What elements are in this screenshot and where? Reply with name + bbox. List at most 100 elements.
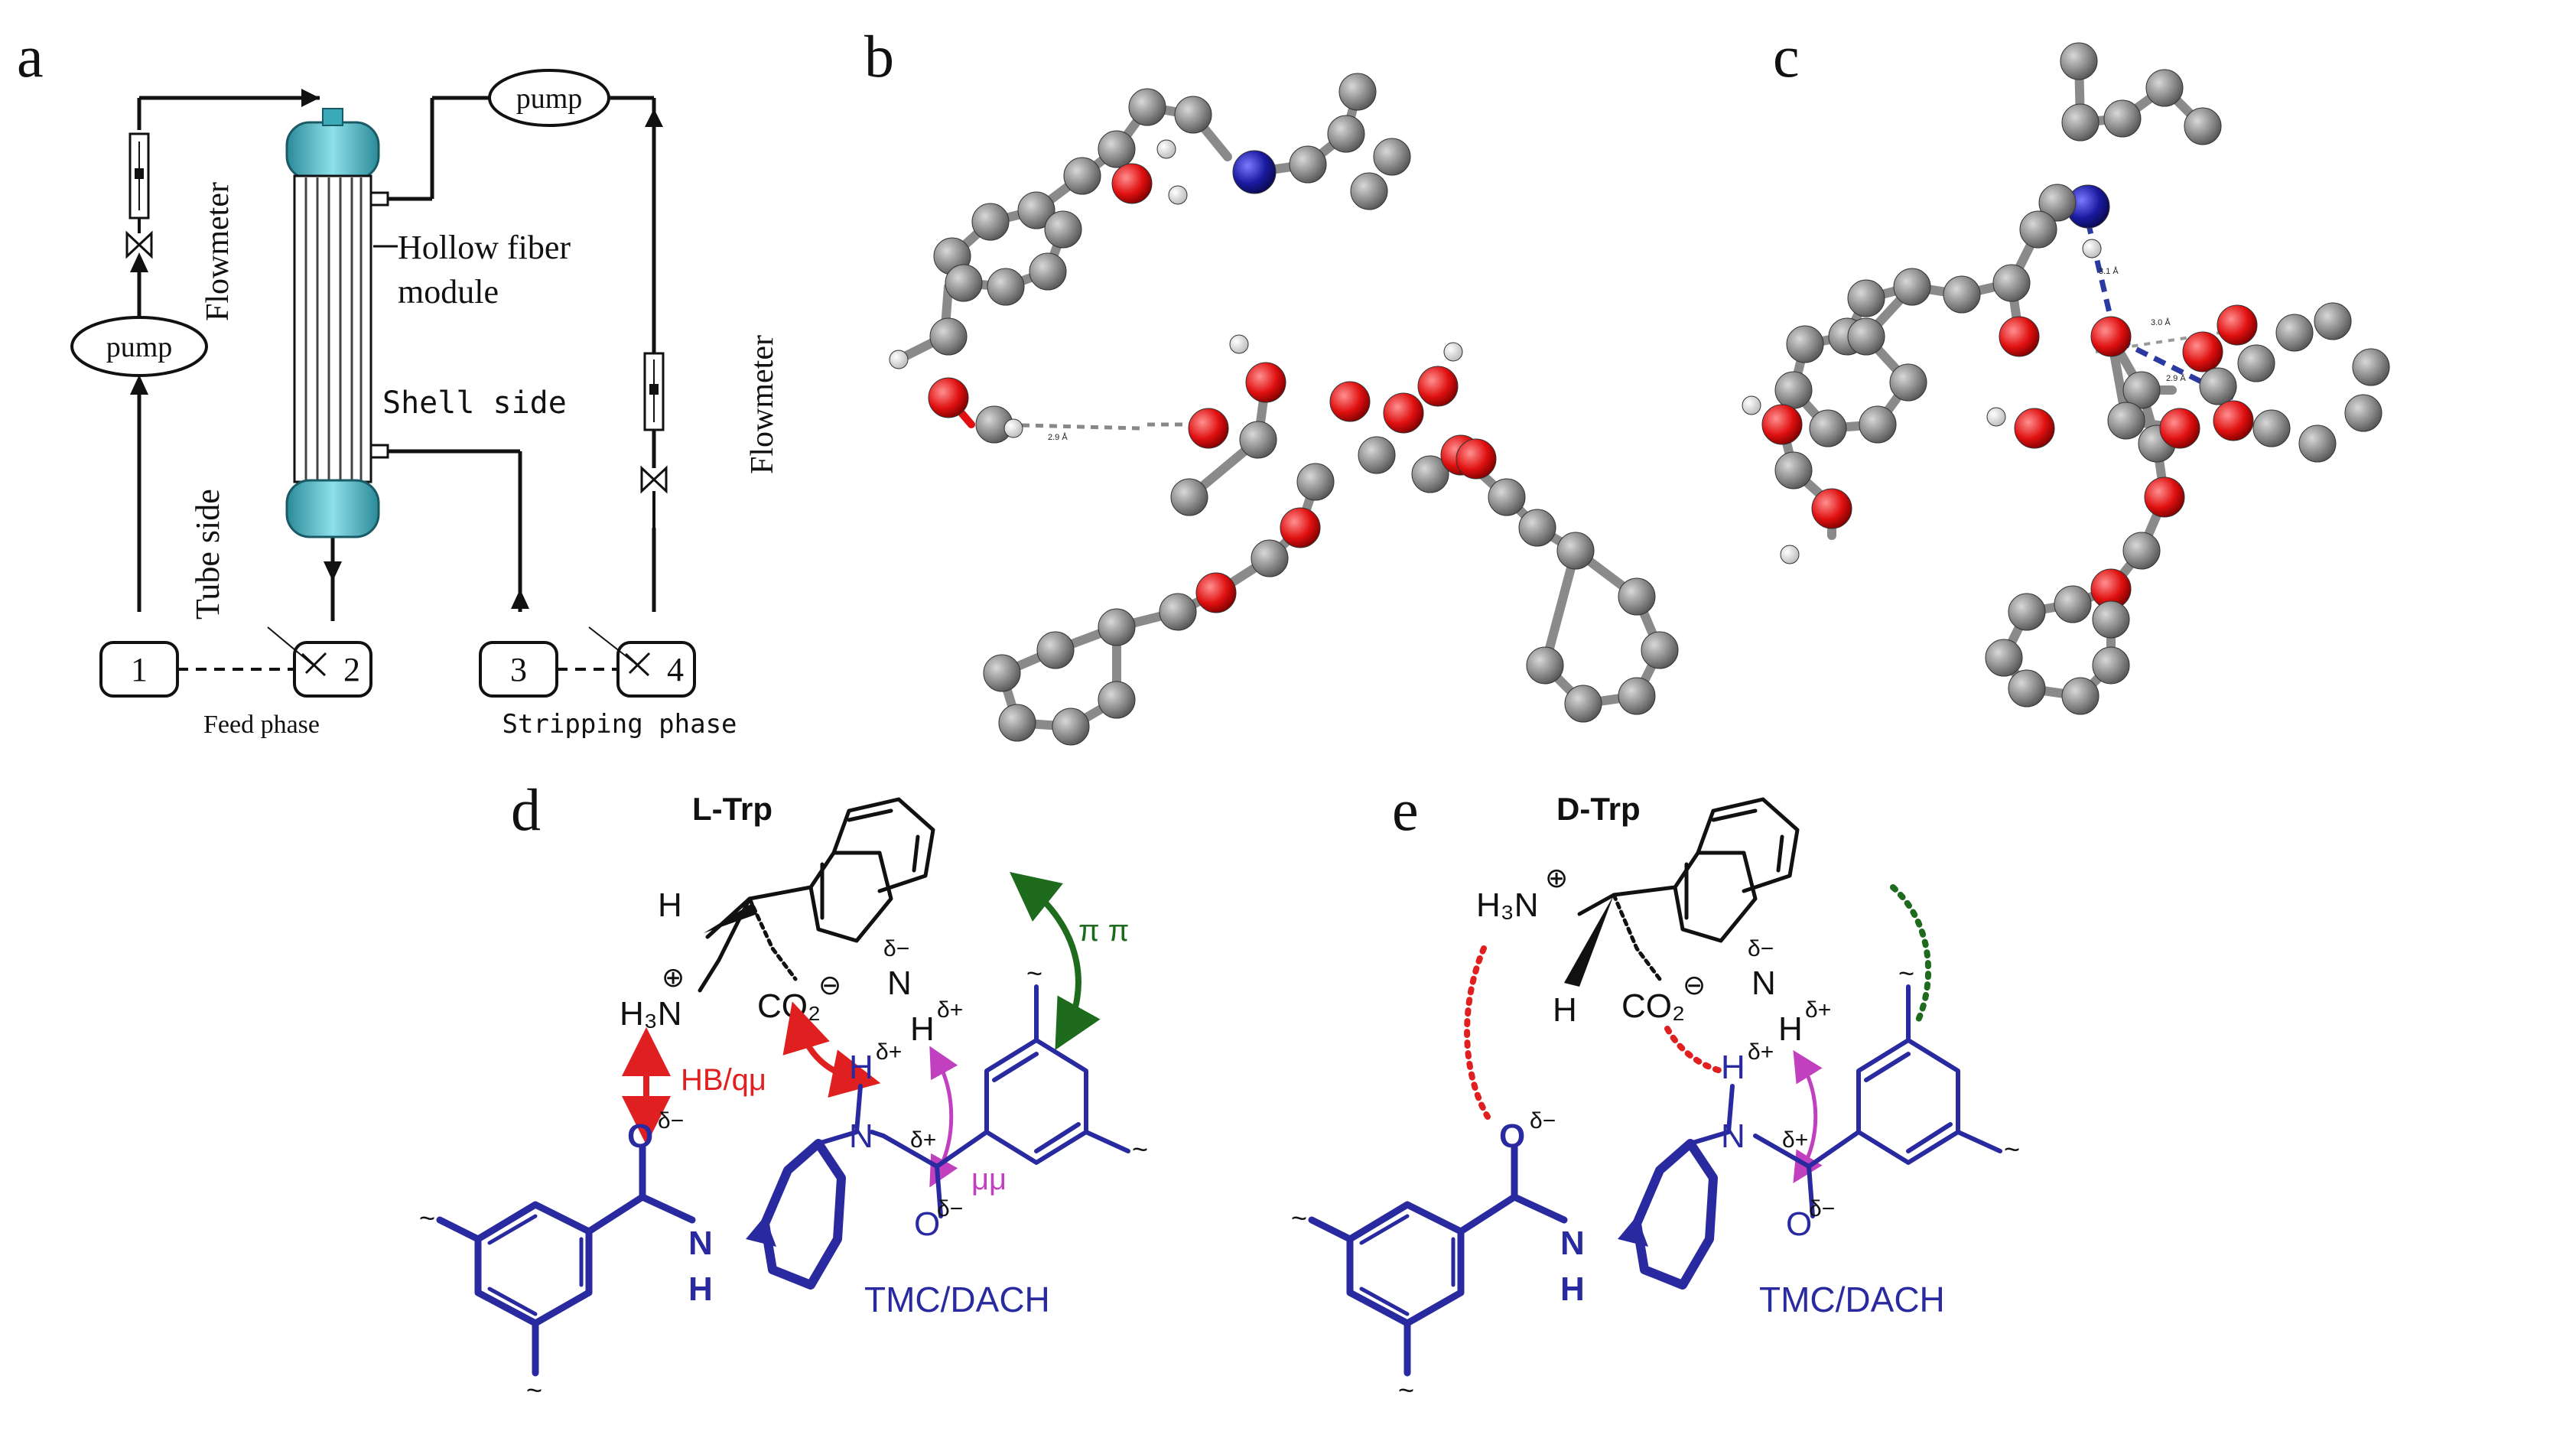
- panel-a-letter: a: [17, 23, 44, 89]
- panel-e-minus: ⊖: [1683, 969, 1706, 1000]
- atom-o: [1456, 438, 1497, 480]
- atom-c: [2038, 184, 2077, 222]
- panel-d-O-amide: O: [627, 1117, 653, 1155]
- panel-e-delta-minus-N: δ−: [1748, 936, 1774, 961]
- atom-o: [1188, 408, 1229, 449]
- panel-d-H-left: H: [688, 1270, 713, 1308]
- panel-d-O-lower: O: [914, 1205, 940, 1243]
- node-2: [293, 641, 372, 698]
- hb-arrow-right: [782, 1001, 881, 1098]
- atom-c: [2107, 402, 2145, 440]
- atom-c: [2092, 646, 2130, 685]
- atom-c: [2298, 424, 2337, 463]
- atom-c: [1774, 451, 1813, 490]
- atom-o: [1811, 488, 1852, 529]
- mu-mu-arrow-e: [1793, 1050, 1823, 1183]
- panel-d-N-amide: N: [849, 1117, 873, 1155]
- atom-h: [1229, 334, 1249, 354]
- hb-arrow-left-dotted: [1464, 945, 1491, 1120]
- atom-c: [1618, 677, 1656, 715]
- atom-c: [1350, 172, 1388, 210]
- panel-d-H-amide: H: [849, 1049, 873, 1086]
- node-3-label: 3: [510, 651, 527, 688]
- node-2-label: 2: [343, 651, 360, 688]
- atom-c: [1327, 115, 1365, 153]
- panel-d-tmc: TMC/DACH: [864, 1280, 1050, 1319]
- atom-h: [1443, 342, 1463, 362]
- panel-c-letter: c: [1773, 23, 1800, 89]
- pi-pi-arrow-dotted: [1890, 884, 1932, 1028]
- atom-o: [2144, 477, 2185, 518]
- panel-d-minus: ⊖: [818, 969, 841, 1000]
- panel-e-H-lower: H: [1553, 991, 1577, 1029]
- panel-d-delta-minus-lower: δ−: [937, 1196, 963, 1221]
- atom-o: [1761, 404, 1803, 445]
- panel-e-delta-plus-C: δ+: [1782, 1127, 1808, 1153]
- atom-c: [2352, 348, 2390, 386]
- hollow-fiber-module: [285, 108, 389, 538]
- panel-d-H3N: H₃N: [620, 995, 681, 1033]
- panel-e-delta-plus-amide: δ+: [1748, 1039, 1774, 1065]
- panel-c: c 3.1 Å 3.0 Å 2.9 Å: [1742, 23, 2390, 715]
- atom-c: [1373, 138, 1411, 176]
- panel-e-O-amide: O: [1499, 1117, 1525, 1155]
- atom-c: [1098, 130, 1136, 168]
- atom-o: [1329, 381, 1371, 422]
- flowmeter-label-right: Flowmeter: [745, 335, 780, 474]
- pi-pi-arrow: [1010, 871, 1101, 1050]
- atom-c: [1289, 145, 1327, 184]
- atom-c: [1029, 252, 1067, 291]
- atom-c: [983, 654, 1021, 692]
- atom-c: [1564, 685, 1602, 723]
- panel-e-tilde-2: ~: [1398, 1374, 1414, 1406]
- atom-o: [1280, 507, 1321, 548]
- panel-e-N-amide: N: [1721, 1117, 1745, 1155]
- atom-c: [2122, 532, 2161, 570]
- atom-c: [1411, 455, 1449, 493]
- atom-h: [1780, 545, 1800, 564]
- flowmeter-label: Flowmeter: [200, 182, 236, 321]
- atom-o: [2217, 304, 2258, 346]
- atom-c: [945, 264, 983, 302]
- valve-left: [125, 230, 153, 259]
- panel-d: d L-Trp H H₃N ⊕ CO₂ ⊖ δ− N H δ+ π π HB/q…: [419, 776, 1148, 1406]
- shell-side-label: Shell side: [382, 385, 567, 421]
- atom-c: [1556, 532, 1595, 570]
- atom-o: [2213, 400, 2254, 441]
- panel-e-H3N: H₃N: [1476, 886, 1538, 924]
- panel-b-distance: 2.9 Å: [1048, 432, 1068, 442]
- atom-c: [2092, 600, 2130, 639]
- atom-c: [2122, 371, 2161, 409]
- atom-o: [1383, 392, 1424, 434]
- panel-d-delta-plus-amide: δ+: [876, 1039, 902, 1065]
- atom-c: [1774, 371, 1813, 409]
- panel-e-title: D-Trp: [1556, 791, 1641, 827]
- atom-c: [2008, 669, 2046, 707]
- panel-e-tilde-4: ~: [2004, 1134, 2020, 1165]
- panel-d-hb: HB/qμ: [681, 1063, 766, 1097]
- node-1-label: 1: [131, 651, 148, 688]
- panel-e-delta-minus-lower: δ−: [1809, 1196, 1835, 1221]
- atom-o: [1417, 366, 1459, 407]
- atom-c: [2314, 302, 2352, 340]
- atom-c: [1063, 157, 1101, 195]
- panel-c-distance-3: 2.9 Å: [2166, 373, 2186, 383]
- atom-c: [2103, 99, 2142, 138]
- panel-e-plus: ⊕: [1545, 862, 1568, 893]
- atom-c: [1786, 325, 1824, 363]
- atom-h: [1742, 395, 1761, 415]
- atom-c: [1943, 275, 1981, 314]
- feed-phase-label: Feed phase: [203, 711, 320, 739]
- atom-c: [2184, 107, 2222, 145]
- atom-c: [971, 203, 1010, 241]
- panel-e-H-left: H: [1560, 1270, 1585, 1308]
- atom-c: [1052, 707, 1090, 746]
- atom-c: [1518, 509, 1556, 547]
- panel-e-N-indole: N: [1751, 964, 1776, 1002]
- atom-o: [2090, 316, 2132, 357]
- hb-arrow-right-dotted: [1664, 1026, 1724, 1074]
- atom-n: [1232, 150, 1277, 194]
- atom-c: [2275, 314, 2314, 352]
- panel-e-H-amide: H: [1721, 1049, 1745, 1086]
- atom-c: [1338, 73, 1377, 111]
